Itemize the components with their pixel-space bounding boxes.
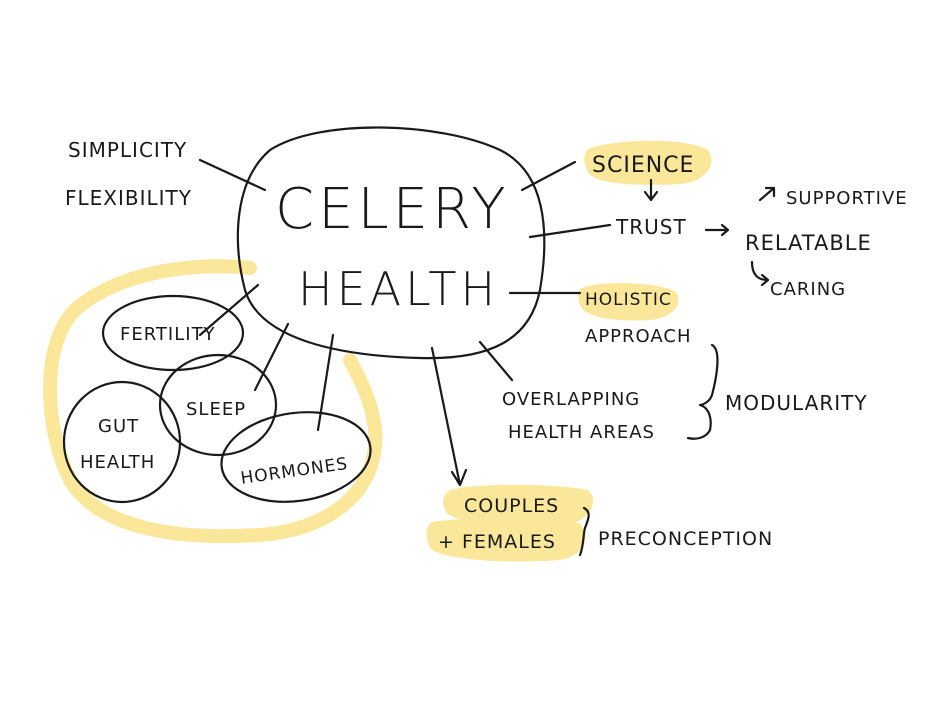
label-gut-health: HEALTH <box>80 452 155 473</box>
couples-highlight <box>443 484 594 526</box>
hormones-ellipse <box>220 411 372 503</box>
label-trust: TRUST <box>615 215 687 239</box>
label-supportive: SUPPORTIVE <box>786 188 908 209</box>
label-females: + FEMALES <box>438 531 556 553</box>
label-holistic: HOLISTIC <box>585 290 672 310</box>
label-gut: GUT <box>98 416 139 437</box>
connectors <box>198 158 776 557</box>
females-highlight <box>426 517 586 562</box>
label-sleep: SLEEP <box>186 399 246 420</box>
label-simplicity: SIMPLICITY <box>68 138 187 162</box>
label-couples: COUPLES <box>464 495 559 517</box>
center-title-line2: HEALTH <box>298 262 499 316</box>
holistic-highlight <box>578 283 679 321</box>
cluster-ellipses <box>62 294 372 504</box>
label-approach: APPROACH <box>585 326 691 347</box>
label-overlapping: OVERLAPPING <box>502 389 640 410</box>
label-caring: CARING <box>770 279 846 300</box>
cluster-highlight-ring <box>43 259 383 544</box>
gut-health-ellipse <box>62 380 182 504</box>
label-science: SCIENCE <box>592 153 694 178</box>
label-flexibility: FLEXIBILITY <box>65 186 192 210</box>
science-highlight <box>584 140 712 185</box>
label-fertility: FERTILITY <box>120 324 216 345</box>
label-relatable: RELATABLE <box>745 231 872 255</box>
label-health-areas: HEALTH AREAS <box>508 422 655 443</box>
label-preconception: PRECONCEPTION <box>598 528 773 550</box>
center-title-line1: CELERY <box>275 177 510 242</box>
sleep-ellipse <box>158 353 278 457</box>
label-modularity: MODULARITY <box>725 391 868 415</box>
fertility-ellipse <box>101 294 245 372</box>
central-blob <box>236 126 546 360</box>
label-hormones: HORMONES <box>239 454 349 489</box>
